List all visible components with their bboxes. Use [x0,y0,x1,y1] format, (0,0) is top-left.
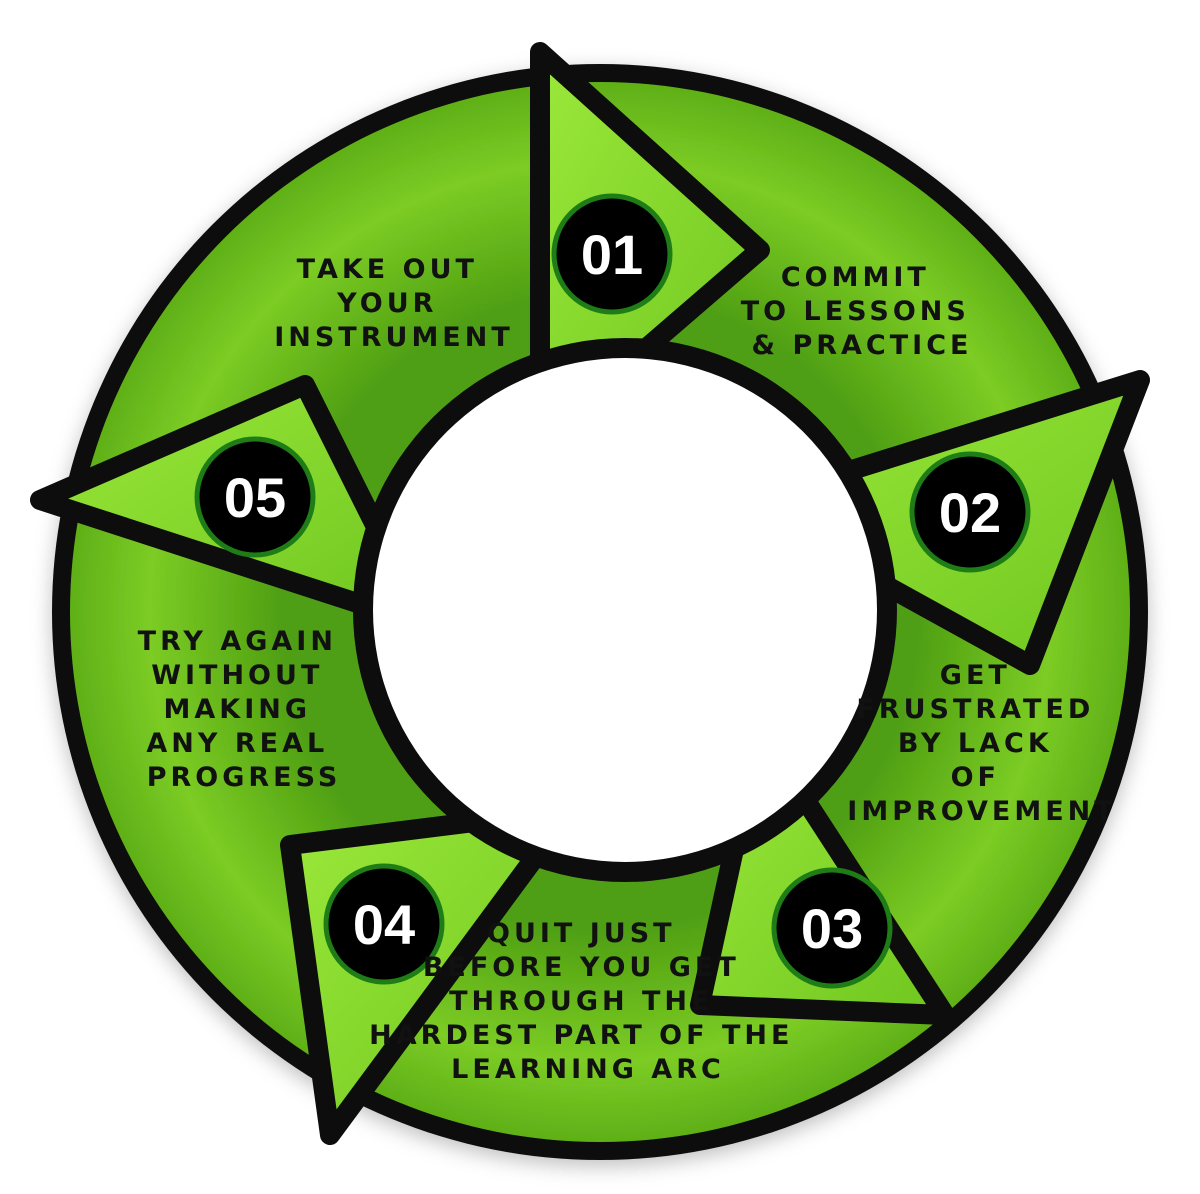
step-label-05-line: PROGRESS [147,762,342,793]
step-label-03-line: FRUSTRATED [856,694,1094,725]
step-number-01: 01 [581,223,643,286]
step-label-04-line: LEARNING ARC [451,1054,725,1085]
step-label-03-line: OF [951,762,1000,793]
badge-03: 03 [771,867,893,989]
step-label-02-line: TO LESSONS [741,296,970,327]
step-label-04: QUIT JUST BEFORE YOU GET THROUGH THE HAR… [369,918,807,1085]
step-number-05: 05 [224,466,286,529]
step-label-04-line: BEFORE YOU GET [423,952,740,983]
step-label-03: GET FRUSTRATED BY LACK OF IMPROVEMENT [847,660,1116,827]
step-number-04: 04 [353,893,415,956]
step-label-04-line: THROUGH THE [449,986,713,1017]
step-label-03-line: BY LACK [898,728,1053,759]
badge-04: 04 [323,863,445,985]
step-label-05: TRY AGAIN WITHOUT MAKING ANY REAL PROGRE… [138,626,351,793]
step-label-02: COMMIT TO LESSONS & PRACTICE [741,262,984,361]
step-label-01-line: INSTRUMENT [274,322,514,353]
badge-circle [323,863,445,985]
step-label-01-line: TAKE OUT [297,254,478,285]
step-label-05-line: WITHOUT [151,660,323,691]
badge-01: 01 [551,193,673,315]
step-label-03-line: IMPROVEMENT [847,796,1116,827]
step-label-01: TAKE OUT YOUR INSTRUMENT [274,254,514,353]
step-label-05-line: MAKING [164,694,312,725]
step-number-03: 03 [801,897,863,960]
badge-circle [551,193,673,315]
badge-05: 05 [194,436,316,558]
step-label-01-line: YOUR [336,288,437,319]
step-label-03-line: GET [940,660,1011,691]
ring-inner-hole [373,358,877,862]
step-number-02: 02 [939,481,1001,544]
badge-circle [194,436,316,558]
step-label-04-line: HARDEST PART OF THE [369,1020,793,1051]
badge-circle [909,451,1031,573]
badge-02: 02 [909,451,1031,573]
step-label-04-line: QUIT JUST [487,918,676,949]
step-label-02-line: COMMIT [781,262,930,293]
badge-circle [771,867,893,989]
step-label-05-line: TRY AGAIN [138,626,337,657]
step-label-02-line: & PRACTICE [752,330,973,361]
step-label-05-line: ANY REAL [146,728,328,759]
